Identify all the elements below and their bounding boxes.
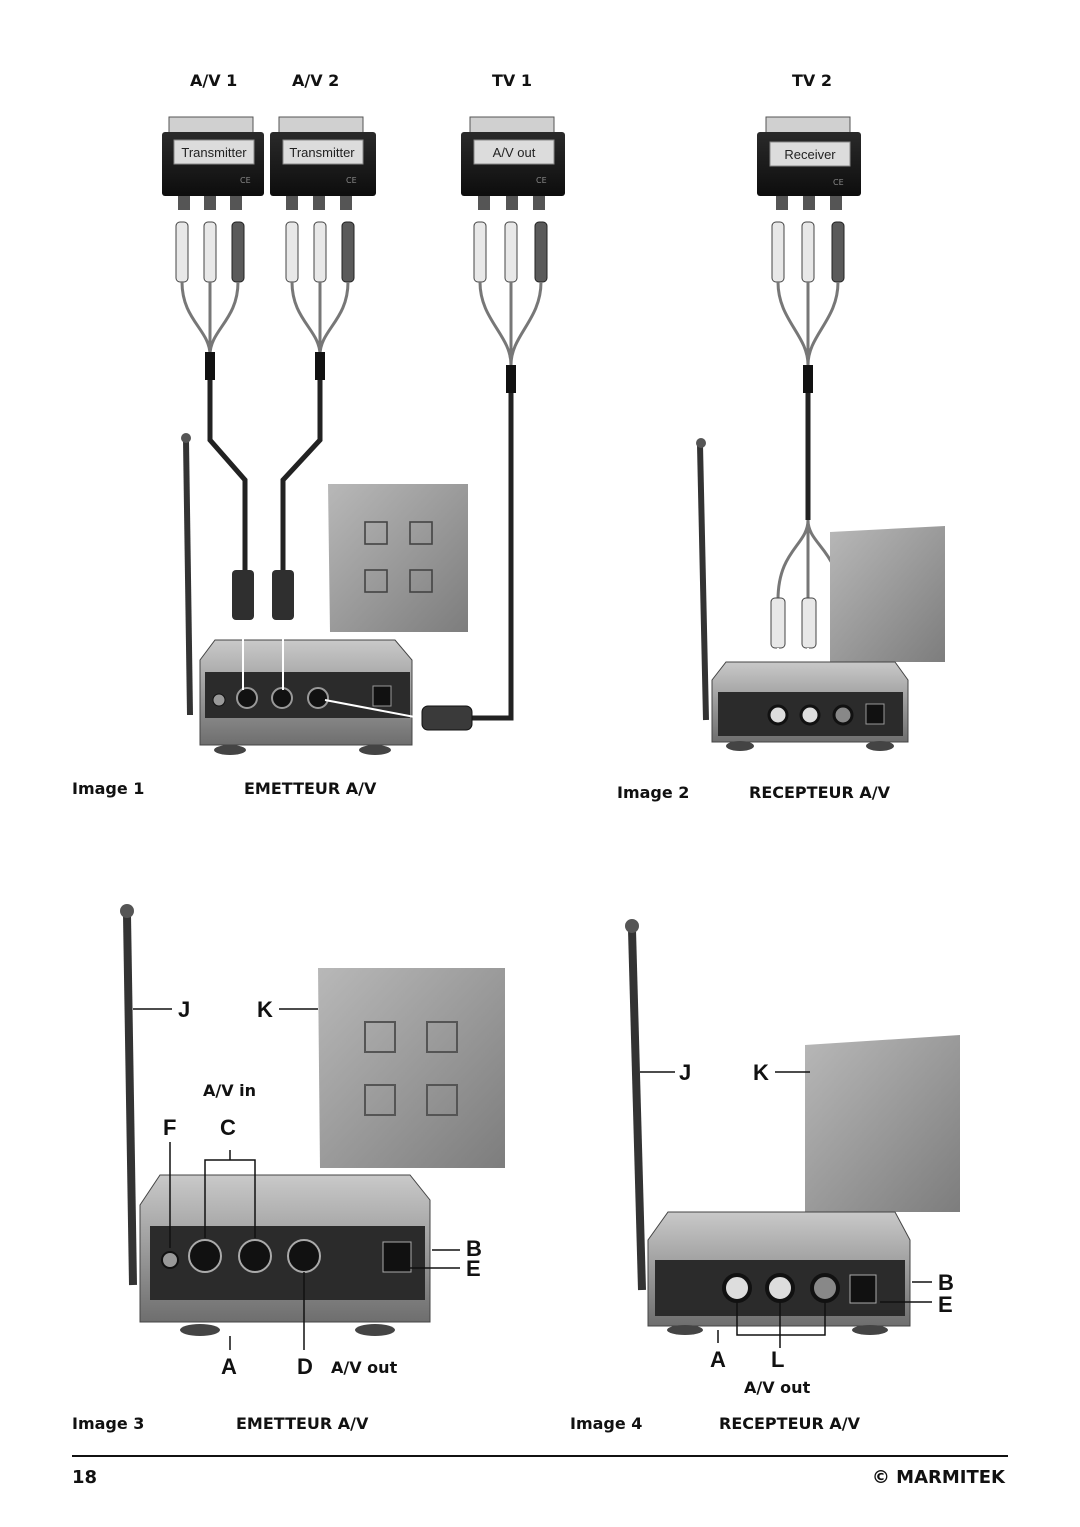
image3-label-c: C [220,1115,236,1140]
label-av1: A/V 1 [190,71,238,90]
image3-label-av-out: A/V out [331,1358,398,1377]
image3-label-a: A [221,1354,237,1379]
image1-title: EMETTEUR A/V [244,779,377,798]
image3-label-j: J [178,997,191,1022]
image3-label-av-in: A/V in [203,1081,257,1100]
svg-text:CE: CE [833,178,844,187]
image1-number: Image 1 [72,779,145,798]
brand-copyright: © MARMITEK [871,1467,1005,1488]
rca-cable-av1 [175,221,248,570]
image4-label-e: E [938,1292,953,1317]
label-av2: A/V 2 [292,71,340,90]
image4-label-av-out: A/V out [744,1378,811,1397]
rca-cable-av2 [280,221,355,570]
adapter-label-transmitter-2: Transmitter [289,145,355,160]
footer-divider [72,1455,1008,1457]
page-number: 18 [72,1467,98,1488]
svg-text:CE: CE [240,176,251,185]
receiver-unit-image4 [625,919,960,1348]
receiver-unit-image2 [696,221,945,751]
image4-label-b: B [938,1270,954,1295]
label-tv1: TV 1 [492,71,532,90]
transmitter-unit-image3 [120,904,505,1350]
image3-label-k: K [257,997,273,1022]
scart-adapter-tv1: A/V out CE [461,116,565,210]
scart-adapter-av1: Transmitter CE [162,116,264,210]
image2-title: RECEPTEUR A/V [749,783,890,802]
label-tv2: TV 2 [792,71,832,90]
image3-label-f: F [163,1115,177,1140]
image4-label-a: A [710,1347,726,1372]
image3-label-b: B [466,1236,482,1261]
svg-text:CE: CE [536,176,547,185]
scart-adapter-tv2: Receiver CE [757,116,861,210]
image2-number: Image 2 [617,783,690,802]
adapter-label-receiver: Receiver [784,147,836,162]
image4-label-k: K [753,1060,769,1085]
image3-label-d: D [297,1354,313,1379]
image3-label-e: E [466,1256,481,1281]
image4-label-l: L [771,1347,785,1372]
scart-adapter-av2: Transmitter CE [270,116,376,210]
adapter-label-transmitter-1: Transmitter [181,145,247,160]
transmitter-unit-image1 [181,433,468,755]
image3-number: Image 3 [72,1414,145,1433]
svg-text:CE: CE [346,176,357,185]
adapter-label-av-out: A/V out [493,145,536,160]
image4-label-j: J [679,1060,692,1085]
image4-title: RECEPTEUR A/V [719,1414,860,1433]
image4-number: Image 4 [570,1414,643,1433]
rca-cable-tv1 [421,221,548,731]
image3-title: EMETTEUR A/V [236,1414,369,1433]
